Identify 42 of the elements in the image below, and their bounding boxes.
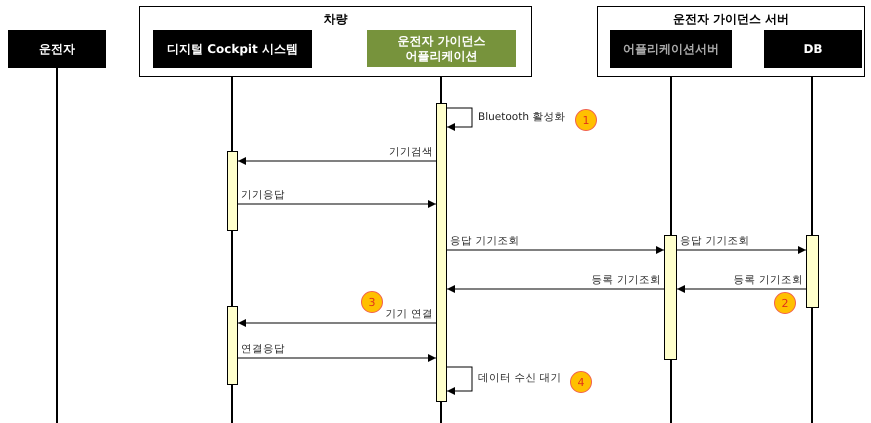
participant-name: DB: [803, 42, 823, 56]
participant-name: 디지털 Cockpit 시스템: [167, 42, 298, 56]
message-arrow: [446, 246, 664, 254]
edge-label: 응답 기기조회: [449, 235, 520, 248]
step-number-circle: 1: [575, 109, 597, 131]
message-arrow: [446, 108, 472, 131]
message-arrow: [238, 157, 436, 165]
message-arrow: [446, 285, 664, 293]
message-arrow: [676, 246, 806, 254]
participant-box: [153, 30, 312, 68]
activation-bar: [227, 151, 238, 231]
activation-bar: [436, 103, 447, 402]
step-number-circle: 3: [361, 291, 383, 313]
group-title: 운전자 가이던스 서버: [672, 11, 790, 28]
edge-label: 기기 연결: [384, 308, 434, 321]
activation-bar: [806, 235, 819, 308]
participant-name: 운전자: [39, 42, 75, 56]
message-arrow: [676, 285, 806, 293]
group-title: 차량: [324, 11, 348, 28]
edge-label: 등록 기기조회: [590, 274, 662, 287]
participant-box: [8, 30, 106, 68]
activation-bar: [227, 306, 238, 385]
edge-label: 기기응답: [240, 189, 286, 202]
edge-label: 응답 기기조회: [679, 235, 750, 248]
edge-label: 기기검색: [388, 146, 434, 159]
message-arrow: [238, 354, 436, 362]
participant-box: [610, 30, 732, 68]
edge-label: 등록 기기조회: [732, 274, 804, 287]
group-box: [139, 6, 532, 77]
message-arrow: [238, 200, 436, 208]
edge-label: 연결응답: [240, 343, 286, 356]
step-number-circle: 4: [570, 371, 592, 393]
participant-box: [367, 30, 516, 67]
step-number-circle: 2: [774, 292, 796, 314]
activation-bar: [664, 235, 677, 360]
participant-box: [764, 30, 862, 68]
message-arrow: [238, 319, 436, 327]
group-box: [597, 6, 865, 77]
edge-label: Bluetooth 활성화: [477, 110, 566, 124]
participant-name: 운전자 가이던스 어플리케이션: [396, 34, 487, 64]
message-arrow: [446, 366, 472, 395]
participant-name: 어플리케이션서버: [623, 42, 719, 56]
